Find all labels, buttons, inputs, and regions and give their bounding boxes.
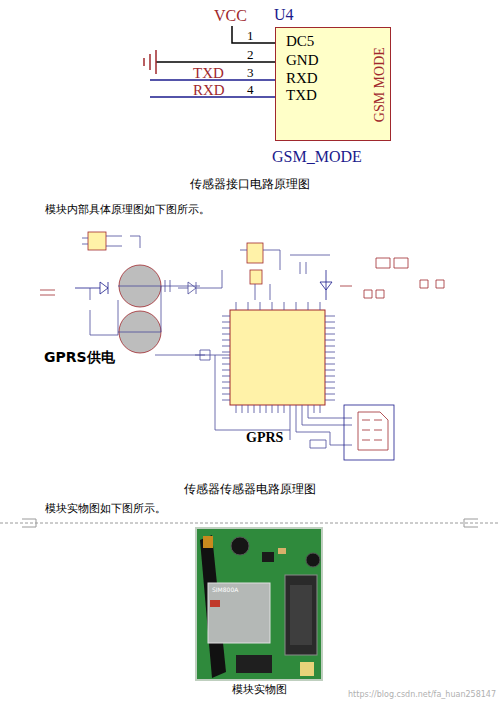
module-photo — [196, 528, 322, 680]
section-label: GPRS供电 — [44, 350, 115, 365]
pin-number: 3 — [247, 66, 254, 80]
pin-number: 4 — [247, 83, 254, 97]
watermark: https://blog.csdn.net/fa_huan258147 — [348, 691, 496, 700]
pin-name: DC5 — [286, 33, 314, 50]
section-label: GPRS — [246, 430, 283, 445]
page-break — [0, 519, 500, 527]
part-value: GSM MODE — [372, 47, 387, 122]
figure-caption: 模块实物图 — [232, 684, 287, 696]
module-schematic — [40, 232, 444, 460]
module-box: U4DC5GNDRXDTXDGSM MODEGSM_MODE — [275, 27, 391, 141]
figure-caption: 传感器接口电路原理图 — [190, 178, 310, 191]
power-label: VCC — [214, 7, 247, 25]
ground-symbol — [144, 50, 156, 74]
pin-number: 1 — [247, 29, 254, 43]
part-reference: U4 — [274, 6, 294, 24]
signal-label: RXD — [193, 82, 225, 99]
signal-label: TXD — [193, 65, 224, 82]
body-text: 模块内部具体原理图如下图所示。 — [45, 204, 210, 216]
part-name: GSM_MODE — [272, 148, 362, 166]
body-text: 模块实物图如下图所示。 — [45, 503, 166, 515]
pin-name: RXD — [286, 70, 318, 87]
pin-number: 2 — [247, 48, 254, 62]
figure-caption: 传感器传感器电路原理图 — [184, 483, 316, 496]
pin-name: TXD — [286, 87, 317, 104]
chip-marking: SIM800A — [212, 587, 238, 594]
pin-name: GND — [286, 52, 319, 69]
